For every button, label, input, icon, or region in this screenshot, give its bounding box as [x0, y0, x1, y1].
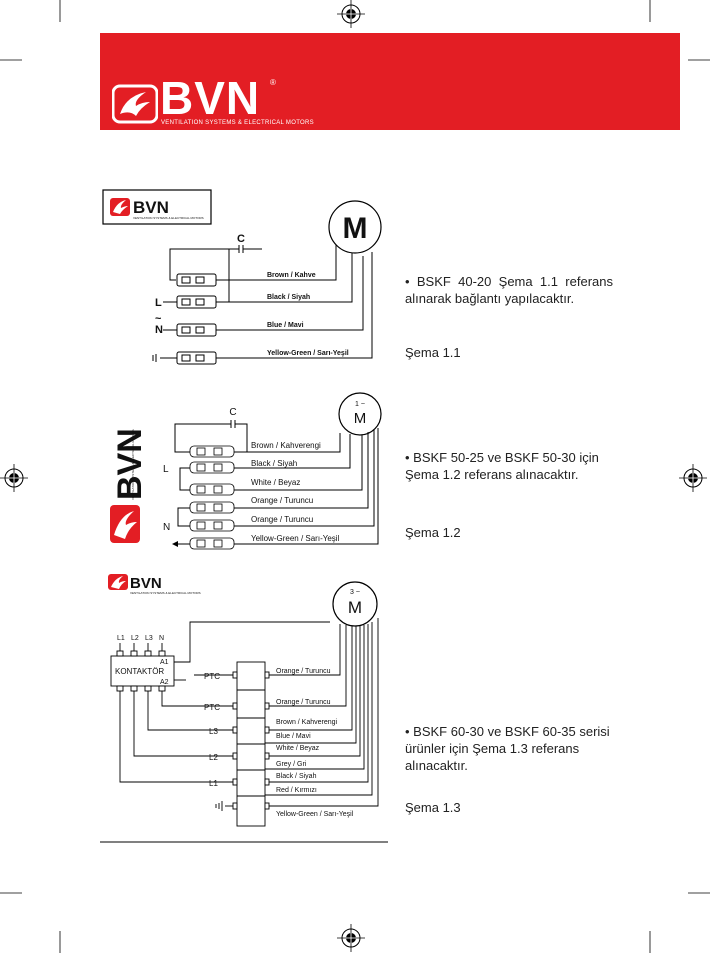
svg-text:Orange / Turuncu: Orange / Turuncu	[276, 668, 331, 675]
registration-mark-bottom	[337, 924, 365, 952]
svg-text:L3: L3	[145, 635, 153, 642]
svg-text:C: C	[237, 233, 245, 245]
svg-text:~: ~	[155, 313, 162, 325]
svg-text:Orange / Turuncu: Orange / Turuncu	[251, 515, 313, 524]
svg-text:L2: L2	[131, 635, 139, 642]
registration-mark-right	[679, 464, 707, 492]
section-3-caption: Şema 1.3	[405, 800, 461, 815]
svg-text:L2: L2	[209, 753, 218, 762]
svg-text:VENTILATION SYSTEMS & ELECTRIC: VENTILATION SYSTEMS & ELECTRICAL MOTORS	[133, 216, 204, 220]
vertical-logo-2: BVN VENTILATION SYSTEMS & ELECTRICAL MOT…	[105, 402, 149, 550]
schema-1-1: BVN VENTILATION SYSTEMS & ELECTRICAL MOT…	[102, 189, 382, 365]
motor-symbol-3ph	[332, 581, 378, 627]
svg-text:VENTILATION SYSTEMS & ELECTRIC: VENTILATION SYSTEMS & ELECTRICAL MOTORS	[130, 591, 201, 595]
svg-text:KONTAKTÖR: KONTAKTÖR	[115, 667, 164, 676]
svg-text:L: L	[163, 464, 169, 475]
svg-text:BVN: BVN	[111, 428, 149, 500]
brand-name: BVN	[160, 72, 261, 124]
svg-text:M: M	[343, 212, 368, 245]
section-1-description: • BSKF 40-20 Şema 1.1 referans alınarak …	[405, 274, 613, 306]
svg-text:White / Beyaz: White / Beyaz	[251, 478, 300, 487]
schema-1-2: BVN VENTILATION SYSTEMS & ELECTRICAL MOT…	[105, 392, 382, 550]
svg-text:Yellow-Green / Sarı-Yeşil: Yellow-Green / Sarı-Yeşil	[267, 350, 349, 357]
svg-text:Yellow-Green / Sarı-Yeşil: Yellow-Green / Sarı-Yeşil	[276, 811, 354, 818]
small-logo-3: BVN VENTILATION SYSTEMS & ELECTRICAL MOT…	[108, 574, 201, 595]
svg-text:Brown / Kahverengi: Brown / Kahverengi	[276, 719, 338, 726]
schema-1-3: BVN VENTILATION SYSTEMS & ELECTRICAL MOT…	[108, 574, 379, 827]
svg-text:N: N	[163, 522, 170, 533]
svg-text:3 ~: 3 ~	[350, 589, 360, 596]
svg-text:Grey / Gri: Grey / Gri	[276, 761, 307, 768]
svg-text:BVN: BVN	[130, 575, 162, 592]
motor-symbol	[328, 200, 382, 254]
section-3-description: • BSKF 60-30 ve BSKF 60-35 serisi ürünle…	[405, 724, 610, 773]
svg-text:A2: A2	[160, 679, 169, 686]
svg-text:Orange / Turuncu: Orange / Turuncu	[251, 496, 313, 505]
svg-text:PTC: PTC	[204, 672, 220, 681]
svg-text:Red / Kırmızı: Red / Kırmızı	[276, 787, 317, 794]
svg-text:Orange / Turuncu: Orange / Turuncu	[276, 699, 331, 706]
svg-text:Blue / Mavi: Blue / Mavi	[267, 322, 304, 329]
bvn-logo-icon	[112, 84, 158, 124]
svg-text:M: M	[348, 598, 362, 617]
svg-text:C: C	[229, 407, 236, 418]
motor-symbol-1ph	[338, 392, 382, 436]
svg-text:M: M	[354, 410, 367, 427]
svg-text:Black / Siyah: Black / Siyah	[251, 459, 297, 468]
svg-text:1 ~: 1 ~	[355, 401, 365, 408]
svg-text:Blue / Mavi: Blue / Mavi	[276, 733, 311, 740]
section-1-caption: Şema 1.1	[405, 345, 461, 360]
svg-text:L: L	[155, 297, 162, 309]
svg-text:N: N	[159, 635, 164, 642]
svg-text:L3: L3	[209, 727, 218, 736]
svg-text:A1: A1	[160, 659, 169, 666]
svg-text:BVN: BVN	[133, 198, 169, 217]
svg-text:Black / Siyah: Black / Siyah	[267, 294, 310, 301]
svg-text:L1: L1	[117, 635, 125, 642]
svg-text:N: N	[155, 324, 163, 336]
svg-text:Brown / Kahve: Brown / Kahve	[267, 272, 316, 279]
registration-mark-left	[0, 464, 28, 492]
svg-text:Yellow-Green / Sarı-Yeşil: Yellow-Green / Sarı-Yeşil	[251, 534, 340, 543]
small-logo-1: BVN VENTILATION SYSTEMS & ELECTRICAL MOT…	[102, 189, 212, 225]
section-2-description: • BSKF 50-25 ve BSKF 50-30 için Şema 1.2…	[405, 450, 599, 482]
svg-text:Black / Siyah: Black / Siyah	[276, 773, 317, 780]
svg-text:VENTILATION SYSTEMS & ELECTRIC: VENTILATION SYSTEMS & ELECTRICAL MOTORS	[131, 429, 135, 500]
brand-tagline: VENTILATION SYSTEMS & ELECTRICAL MOTORS	[161, 120, 314, 126]
brand-banner	[100, 33, 680, 130]
svg-text:PTC: PTC	[204, 703, 220, 712]
svg-text:White / Beyaz: White / Beyaz	[276, 745, 320, 752]
svg-text:Brown / Kahverengi: Brown / Kahverengi	[251, 441, 321, 450]
registered-mark: ®	[270, 78, 276, 87]
section-2-caption: Şema 1.2	[405, 525, 461, 540]
registration-mark-top	[337, 0, 365, 28]
svg-text:L1: L1	[209, 779, 218, 788]
